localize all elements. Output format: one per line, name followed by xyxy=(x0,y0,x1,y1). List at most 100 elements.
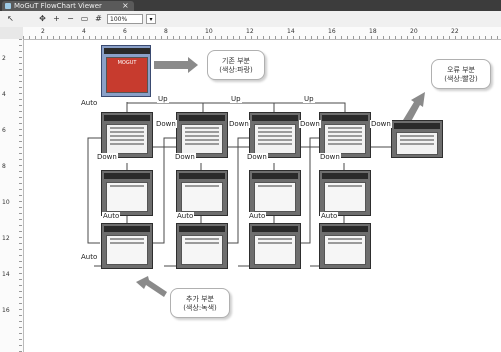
node-row1-1[interactable] xyxy=(101,112,153,158)
zoom-dropdown-icon[interactable]: ▾ xyxy=(146,14,156,24)
connector-line xyxy=(203,103,274,112)
node-title-bar xyxy=(252,173,298,179)
tab-label: MoGuT FlowChart Viewer xyxy=(14,1,102,11)
document-icon xyxy=(5,3,11,9)
node-title-bar xyxy=(104,173,150,179)
ruler-tick-label: 2 xyxy=(2,55,6,62)
vertical-ruler: 2 4 6 8 10 12 14 16 xyxy=(0,39,24,352)
callout-error: 오류 부분 (색상:빨강) xyxy=(431,59,491,89)
edge-label-down: Down xyxy=(155,120,177,128)
callout-title: 오류 부분 xyxy=(432,66,490,75)
edge-label-auto: Auto xyxy=(248,212,266,220)
ruler-tick-label: 2 xyxy=(41,28,45,35)
edge-label-down: Down xyxy=(246,153,268,161)
node-row1-2[interactable] xyxy=(176,112,228,158)
node-row1-4[interactable] xyxy=(319,112,371,158)
tab-strip: MoGuT FlowChart Viewer × xyxy=(0,0,501,11)
callout-subtitle: (색상:녹색) xyxy=(171,304,229,313)
ruler-tick-label: 20 xyxy=(410,28,418,35)
node-title-bar xyxy=(104,226,150,232)
pointer-tool-icon[interactable]: ↖ xyxy=(4,13,17,24)
zoom-out-icon[interactable]: − xyxy=(64,13,77,24)
node-row2-1[interactable] xyxy=(101,170,153,216)
callout-added: 추가 부분 (색상:녹색) xyxy=(170,288,230,318)
connector-line xyxy=(274,103,345,112)
edge-label-auto: Auto xyxy=(176,212,194,220)
zoom-level-field[interactable]: 100% xyxy=(107,14,143,24)
ruler-tick-label: 6 xyxy=(123,28,127,35)
node-screen xyxy=(181,235,223,265)
node-row2-2[interactable] xyxy=(176,170,228,216)
node-title-bar xyxy=(179,226,225,232)
node-row3-2[interactable] xyxy=(176,223,228,269)
node-title-bar xyxy=(252,226,298,232)
ruler-tick-label: 10 xyxy=(2,199,10,206)
node-screen xyxy=(106,235,148,265)
edge-label-auto: Auto xyxy=(320,212,338,220)
node-screen xyxy=(106,182,148,212)
ruler-tick-label: 18 xyxy=(369,28,377,35)
ruler-tick-label: 12 xyxy=(2,235,10,242)
start-node[interactable]: MOGUT xyxy=(101,45,151,97)
ruler-corner xyxy=(0,27,24,39)
callout-subtitle: (색상:빨강) xyxy=(432,75,490,84)
callout-subtitle: (색상:파랑) xyxy=(208,66,264,75)
ruler-tick-label: 4 xyxy=(2,91,6,98)
node-title-bar xyxy=(322,226,368,232)
node-screen xyxy=(324,124,366,154)
node-row2-3[interactable] xyxy=(249,170,301,216)
node-screen xyxy=(181,124,223,154)
ruler-tick-label: 8 xyxy=(2,163,6,170)
node-screen xyxy=(254,235,296,265)
edge-label-auto: Auto xyxy=(80,99,98,107)
node-title-bar xyxy=(252,115,298,121)
edge-label-auto: Auto xyxy=(80,253,98,261)
node-screen xyxy=(324,235,366,265)
node-title-bar xyxy=(104,115,150,121)
fit-page-icon[interactable]: ▭ xyxy=(78,13,91,24)
node-title-bar xyxy=(179,115,225,121)
node-screen xyxy=(324,182,366,212)
node-screen xyxy=(254,182,296,212)
end-node[interactable] xyxy=(391,120,443,158)
ruler-tick-label: 6 xyxy=(2,127,6,134)
edge-label-down: Down xyxy=(299,120,321,128)
edge-label-up: Up xyxy=(157,95,169,103)
zoom-in-icon[interactable]: + xyxy=(50,13,63,24)
arrow-to-existing-callout xyxy=(154,57,198,73)
connector-line xyxy=(299,138,320,243)
edge-label-up: Up xyxy=(230,95,242,103)
ruler-tick-label: 14 xyxy=(2,271,10,278)
node-row2-4[interactable] xyxy=(319,170,371,216)
callout-existing: 기존 부분 (색상:파랑) xyxy=(207,50,265,80)
connector-line xyxy=(153,138,176,243)
grid-icon[interactable]: # xyxy=(92,13,105,24)
edge-label-down: Down xyxy=(319,153,341,161)
node-row1-3[interactable] xyxy=(249,112,301,158)
ruler-tick-label: 22 xyxy=(451,28,459,35)
node-screen xyxy=(181,182,223,212)
connector-line xyxy=(127,103,203,112)
node-row3-1[interactable] xyxy=(101,223,153,269)
node-row3-4[interactable] xyxy=(319,223,371,269)
node-screen xyxy=(254,124,296,154)
node-row3-3[interactable] xyxy=(249,223,301,269)
pan-tool-icon[interactable]: ✥ xyxy=(36,13,49,24)
tab-flowchart-viewer[interactable]: MoGuT FlowChart Viewer × xyxy=(2,1,134,11)
node-screen xyxy=(396,132,438,155)
edge-label-auto: Auto xyxy=(102,212,120,220)
edge-label-down: Down xyxy=(370,120,392,128)
node-title-bar xyxy=(394,123,440,129)
ruler-tick-label: 12 xyxy=(246,28,254,35)
ruler-tick-label: 8 xyxy=(164,28,168,35)
edge-label-down: Down xyxy=(174,153,196,161)
edge-label-down: Down xyxy=(96,153,118,161)
tab-close-icon[interactable]: × xyxy=(122,1,129,11)
diagram-canvas[interactable]: MOGUT xyxy=(24,40,501,352)
arrow-to-added-callout xyxy=(136,276,167,297)
edge-label-up: Up xyxy=(303,95,315,103)
ruler-tick-label: 16 xyxy=(2,307,10,314)
ruler-tick-label: 10 xyxy=(205,28,213,35)
node-screen xyxy=(106,124,148,154)
